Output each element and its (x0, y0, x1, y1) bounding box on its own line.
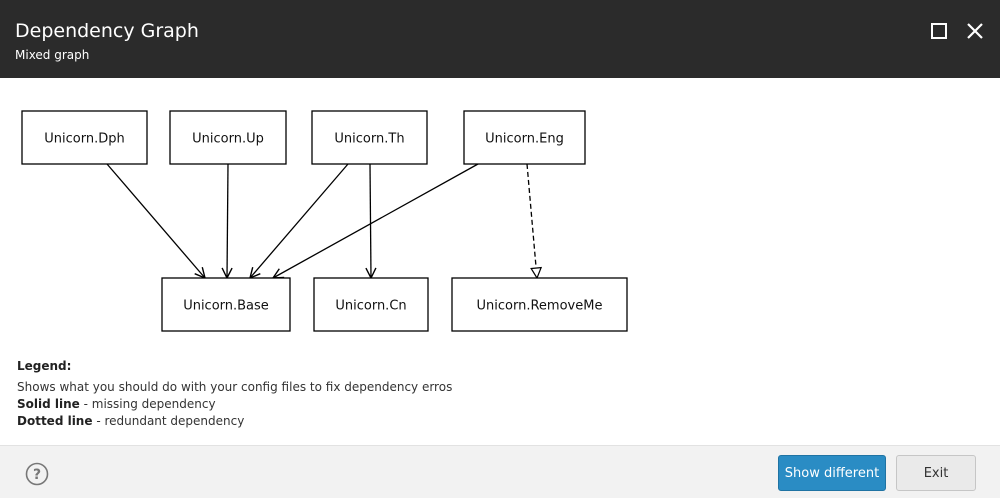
graph-node-box (161, 277, 291, 332)
graph-node-box (313, 277, 429, 332)
graph-node-box (311, 110, 428, 165)
svg-text:?: ? (33, 467, 41, 483)
legend-solid-term: Solid line (17, 397, 80, 411)
edge-eng-to-base (273, 163, 479, 278)
graph-node-removeme: Unicorn.RemoveMe (451, 277, 628, 332)
legend-solid-text: - missing dependency (79, 397, 216, 411)
graph-node-box (451, 277, 628, 332)
edge-th-to-cn (370, 163, 371, 278)
show-different-button[interactable]: Show different (778, 455, 886, 491)
legend-dotted-text: - redundant dependency (92, 414, 245, 428)
graph-canvas: Unicorn.Dph Unicorn.Up Unicorn.Th Unicorn.E… (21, 110, 628, 332)
graph-node-up: Unicorn.Up (169, 110, 287, 165)
exit-button[interactable]: Exit (896, 455, 976, 491)
edge-dph-to-base (106, 163, 205, 278)
graph-node-th: Unicorn.Th (311, 110, 428, 165)
graph-node-label: Unicorn.Up (192, 132, 264, 147)
graph-node-label: Unicorn.RemoveMe (477, 299, 603, 314)
dependency-graph: Unicorn.Dph Unicorn.Up Unicorn.Th Unicorn.E… (0, 78, 1000, 348)
legend-dotted-line: Dotted line - redundant dependency (17, 413, 717, 430)
maximize-button[interactable] (926, 18, 952, 44)
graph-node-box (169, 110, 287, 165)
legend-description: Shows what you should do with your confi… (17, 380, 453, 394)
help-icon[interactable]: ? (25, 462, 49, 486)
legend-title: Legend: (17, 359, 72, 373)
dialog-titlebar: Dependency Graph Mixed graph (0, 0, 1000, 78)
maximize-icon (931, 23, 947, 39)
dialog-subtitle: Mixed graph (15, 48, 90, 62)
graph-node-box (21, 110, 148, 165)
graph-node-eng: Unicorn.Eng (463, 110, 586, 165)
edge-eng-to-removeme (526, 163, 537, 278)
graph-node-cn: Unicorn.Cn (313, 277, 429, 332)
legend: Legend: Shows what you should do with yo… (17, 358, 717, 430)
graph-node-label: Unicorn.Cn (335, 299, 406, 314)
legend-solid-line: Solid line - missing dependency (17, 396, 717, 413)
graph-node-label: Unicorn.Th (334, 132, 404, 147)
graph-node-label: Unicorn.Base (183, 299, 269, 314)
graph-node-base: Unicorn.Base (161, 277, 291, 332)
graph-node-label: Unicorn.Eng (485, 132, 564, 147)
dialog-title: Dependency Graph (15, 20, 199, 42)
dialog-footer: ? Show different Exit (0, 445, 1000, 498)
close-icon (967, 23, 983, 39)
graph-node-dph: Unicorn.Dph (21, 110, 148, 165)
graph-node-label: Unicorn.Dph (44, 132, 124, 147)
legend-dotted-term: Dotted line (17, 414, 93, 428)
edge-th-to-base (250, 163, 349, 278)
graph-node-box (463, 110, 586, 165)
edge-up-to-base (227, 163, 228, 278)
close-button[interactable] (962, 18, 988, 44)
